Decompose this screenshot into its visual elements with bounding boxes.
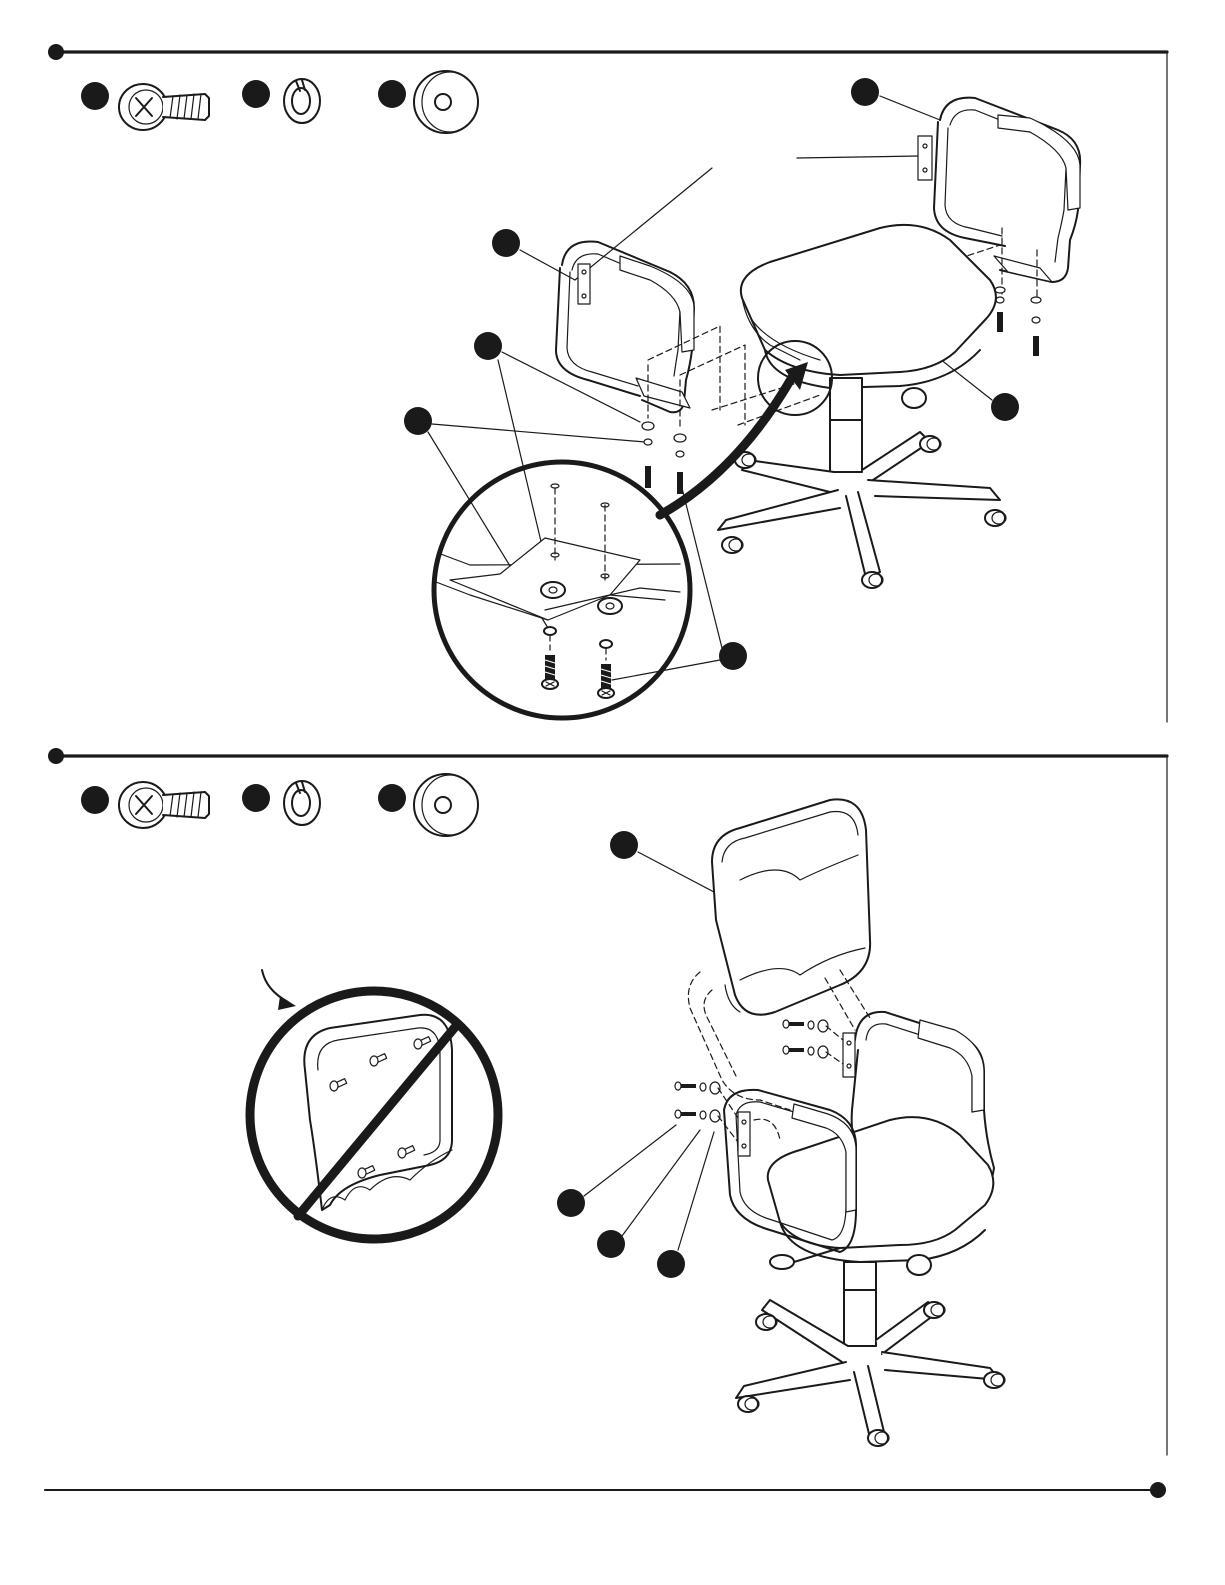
callout-flat-washer-a [474,332,502,360]
backrest-screws-right [783,1020,843,1064]
callout-lock-washer-2 [242,784,270,812]
step-2-hardware [81,774,478,836]
left-armrest-bolt-a [642,422,654,488]
prohibition-inset [250,970,498,1239]
end-marker [1150,1482,1166,1498]
callout-screw [81,82,109,110]
lock-washer-icon [284,781,320,825]
callout-screw-b [557,1189,585,1217]
right-armrest-bolt-b [1031,297,1041,356]
chair-base [718,378,1006,588]
flat-washer-icon [414,774,478,836]
callout-backrest [610,831,638,859]
seat [741,225,996,408]
callout-lock-washer [242,80,270,108]
callout-flat-washer [378,80,406,108]
backrest-screws-left [675,1082,738,1142]
lock-washer-icon [284,79,320,123]
left-armrest-bolt-b [674,434,686,494]
step-1-frame [48,44,1167,722]
magnified-screw-a [542,655,558,689]
bottom-rule [45,1482,1166,1498]
magnified-screw-b [598,664,614,698]
callout-lock-washer-b [597,1230,625,1258]
callout-left-armrest [492,229,520,257]
step-1-hardware [81,71,478,133]
callout-flat-washer-b [657,1250,685,1278]
callout-seat [991,393,1019,421]
assembled-chair [675,1012,1005,1446]
callout-lock-washer-a [404,407,432,435]
screw-icon [119,782,209,828]
step-2-frame [48,748,1167,1455]
flat-washer-icon [414,71,478,133]
callout-right-armrest [851,78,879,106]
callout-screw-a [719,642,747,670]
callout-screw-2 [81,786,109,814]
screw-icon [119,84,209,130]
detail-magnifier [434,341,832,718]
callout-flat-washer-2 [378,784,406,812]
